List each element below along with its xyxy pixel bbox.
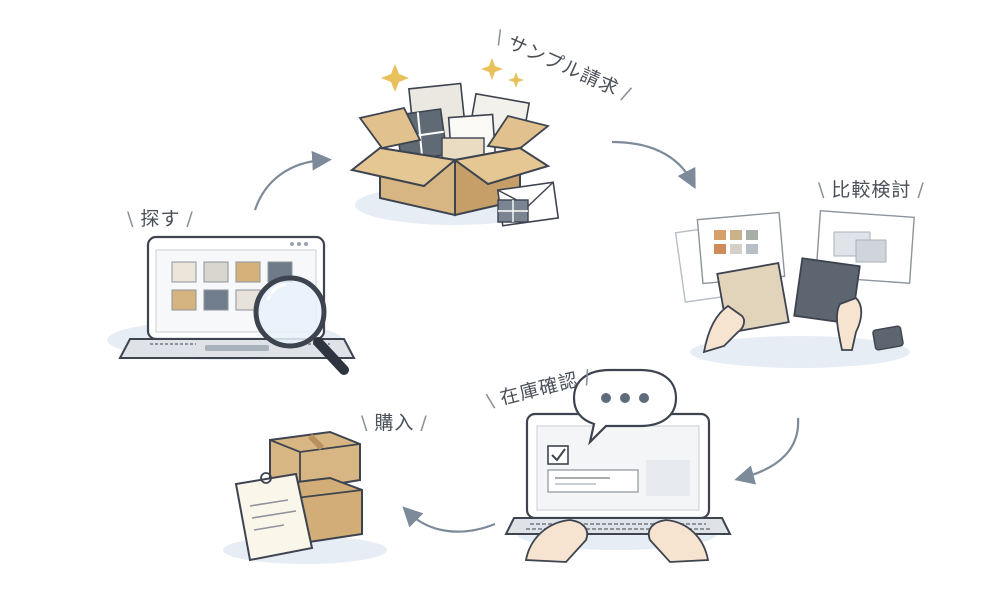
sparkle-icon bbox=[381, 58, 524, 92]
tick-mark: \ bbox=[484, 389, 498, 413]
step-label-search: \探す/ bbox=[121, 204, 200, 231]
hands-icon bbox=[674, 210, 915, 368]
tick-mark: \ bbox=[361, 412, 369, 434]
tick-mark: / bbox=[420, 412, 428, 434]
step-label-compare: \比較検討/ bbox=[812, 175, 931, 202]
arrow-compare-to-stock bbox=[734, 417, 800, 485]
arrow-search-to-sample bbox=[253, 150, 332, 211]
box-icon bbox=[349, 82, 560, 227]
tick-mark: / bbox=[917, 179, 925, 201]
tick-mark: / bbox=[618, 82, 635, 106]
clipboard-icon bbox=[234, 472, 314, 562]
step-label-text: 購入 bbox=[374, 412, 415, 434]
step-label-purchase: \購入/ bbox=[355, 408, 434, 435]
chat-bubble-icon bbox=[572, 368, 678, 446]
tick-mark: \ bbox=[127, 208, 135, 230]
step-label-text: 探す bbox=[140, 208, 181, 230]
tick-mark: / bbox=[581, 365, 594, 389]
tick-mark: / bbox=[186, 208, 194, 230]
tick-mark: \ bbox=[818, 179, 826, 201]
arrow-stock-to-purchase bbox=[402, 506, 496, 533]
stock-laptop-icon bbox=[504, 412, 732, 563]
magnifier-icon bbox=[253, 275, 349, 375]
arrow-sample-to-compare bbox=[611, 140, 696, 190]
step-label-text: 比較検討 bbox=[831, 179, 912, 201]
